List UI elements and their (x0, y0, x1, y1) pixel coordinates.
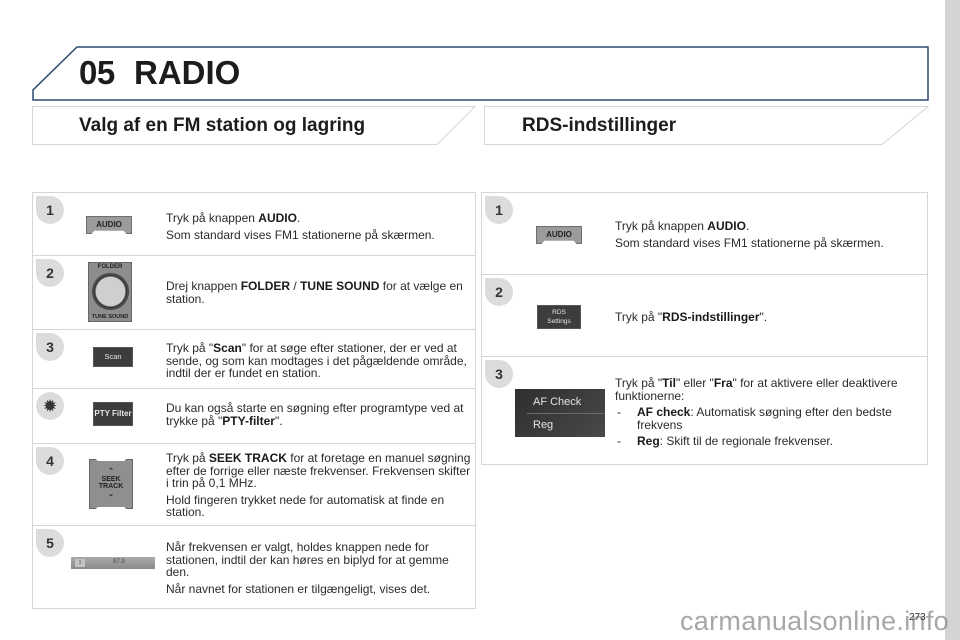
step-badge: 2 (36, 259, 64, 287)
chevron-down-icon: ⌄ (108, 490, 114, 498)
seek-track-button-graphic: ⌃ SEEK TRACK ⌄ (89, 459, 133, 509)
folder-tune-sound-knob-graphic: FOLDER TUNE SOUND (88, 262, 132, 322)
section-title: Valg af en FM station og lagring (79, 115, 366, 136)
section-header-fm: Valg af en FM station og lagring (32, 106, 476, 145)
rds-settings-button-graphic: RDS Settings (537, 305, 581, 329)
section-header-frame (484, 106, 929, 145)
lightbulb-icon: ✹ (36, 392, 64, 420)
tip-row: ✹ PTY Filter Du kan også starte en søgni… (33, 389, 475, 444)
step-row: 4 ⌃ SEEK TRACK ⌄ Tryk på SEEK TRACK for … (33, 444, 475, 526)
audio-button-graphic: AUDIO (86, 216, 132, 234)
chapter-title: RADIO (134, 54, 241, 91)
step-row: 5 1 87.9 Når frekvensen er valgt, holdes… (33, 526, 475, 610)
step-badge: 2 (485, 278, 513, 306)
bullet-item: - Reg: Skift til de regionale frekvenser… (617, 434, 834, 448)
bullet-item: - AF check: Automatisk søgning efter den… (617, 405, 892, 432)
step-description: Tryk på "Scan" for at søge efter station… (166, 341, 467, 380)
step-description: Tryk på knappen AUDIO. Som standard vise… (615, 219, 884, 250)
step-badge: 4 (36, 447, 64, 475)
fm-steps-panel: 1 AUDIO Tryk på knappen AUDIO. Som stand… (32, 192, 476, 609)
step-description: Tryk på SEEK TRACK for at foretage en ma… (166, 451, 471, 519)
step-description: Tryk på "RDS-indstillinger". (615, 310, 768, 324)
page-edge-strip (945, 0, 960, 640)
step-description: Når frekvensen er valgt, holdes knappen … (166, 540, 449, 596)
step-row: 2 FOLDER TUNE SOUND Drej knappen FOLDER … (33, 256, 475, 330)
tip-description: Du kan også starte en søgning efter prog… (166, 401, 464, 428)
section-title: RDS-indstillinger (522, 115, 677, 136)
step-row: 1 AUDIO Tryk på knappen AUDIO. Som stand… (33, 193, 475, 256)
step-description: Drej knappen FOLDER / TUNE SOUND for at … (166, 279, 463, 306)
step-row: 3 Scan Tryk på "Scan" for at søge efter … (33, 330, 475, 389)
audio-button-graphic: AUDIO (536, 226, 582, 244)
step-badge: 3 (485, 360, 513, 388)
chevron-up-icon: ⌃ (108, 468, 114, 475)
step-description: Tryk på "Til" eller "Fra" for at aktiver… (615, 377, 923, 448)
af-check-reg-menu-graphic: AF Check Reg (515, 389, 605, 437)
step-row: 1 AUDIO Tryk på knappen AUDIO. Som stand… (482, 193, 927, 275)
step-badge: 1 (485, 196, 513, 224)
pty-filter-button-graphic: PTY Filter (93, 402, 133, 426)
watermark: carmanualsonline.info (680, 606, 949, 636)
chapter-header: 05 RADIO (32, 46, 929, 101)
preset-frequency-bar-graphic: 1 87.9 (71, 557, 155, 569)
step-badge: 5 (36, 529, 64, 557)
page-number: 273 (909, 612, 926, 623)
step-badge: 3 (36, 333, 64, 361)
section-header-rds: RDS-indstillinger (484, 106, 929, 145)
step-badge: 1 (36, 196, 64, 224)
chapter-number: 05 (79, 54, 115, 91)
step-row: 3 AF Check Reg Tryk på "Til" eller "Fra"… (482, 357, 927, 466)
scan-button-graphic: Scan (93, 347, 133, 367)
step-description: Tryk på knappen AUDIO. Som standard vise… (166, 211, 435, 242)
step-row: 2 RDS Settings Tryk på "RDS-indstillinge… (482, 275, 927, 357)
section-header-frame (32, 106, 476, 145)
chapter-header-frame (32, 46, 929, 101)
rds-steps-panel: 1 AUDIO Tryk på knappen AUDIO. Som stand… (481, 192, 928, 465)
